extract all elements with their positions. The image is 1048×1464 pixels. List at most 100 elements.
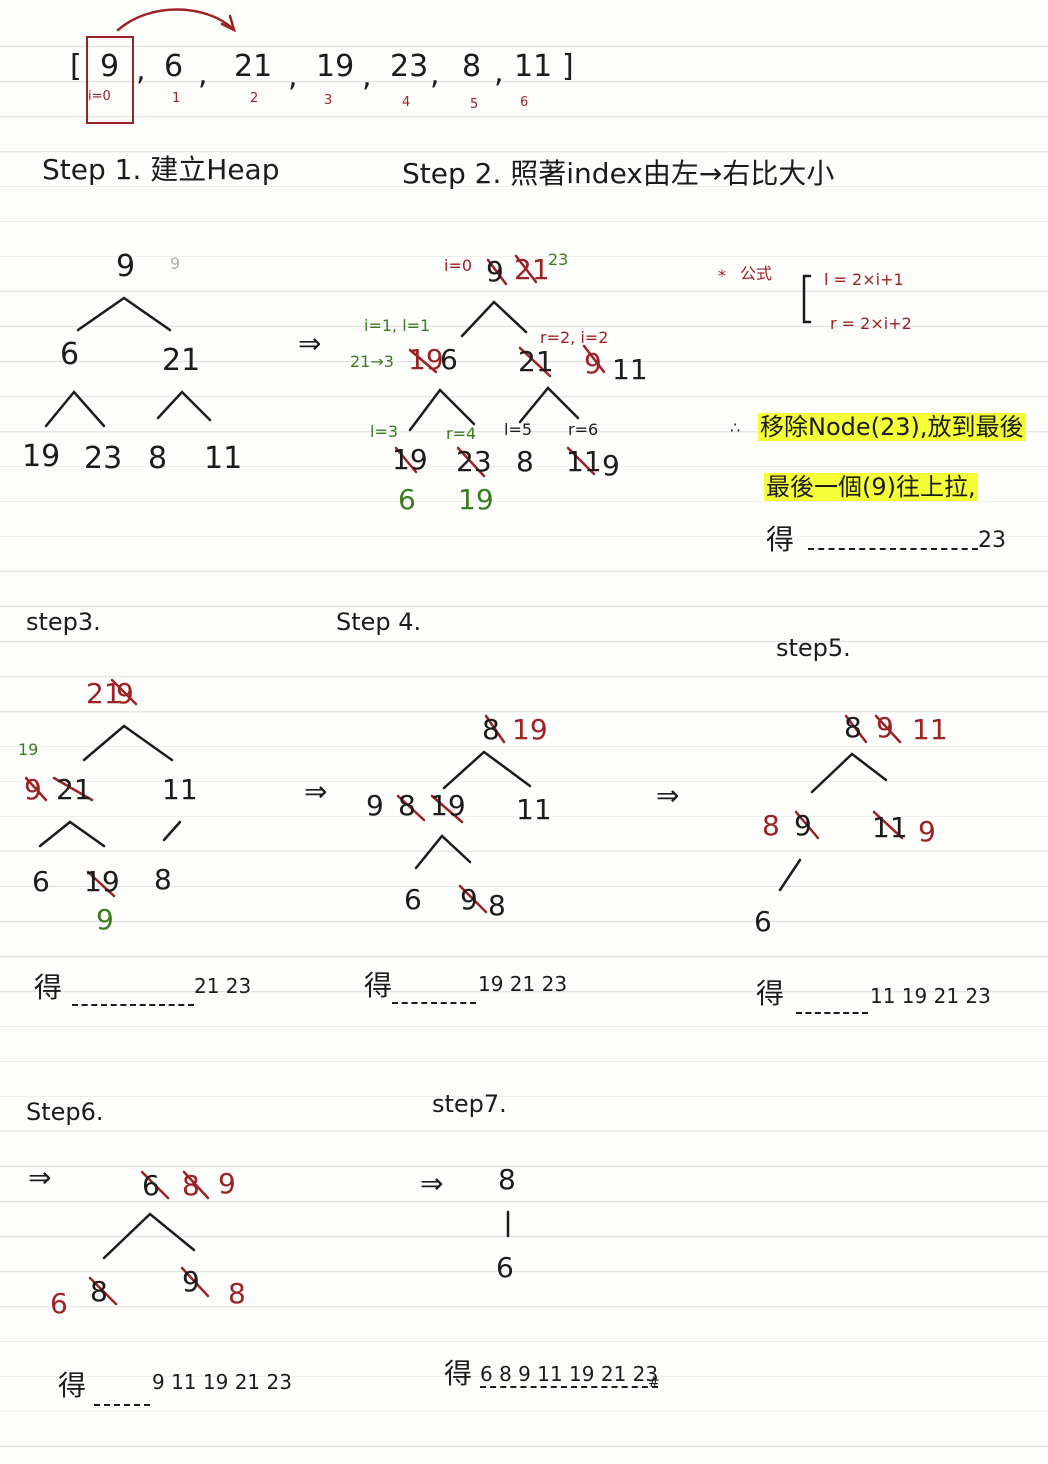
array-index-3: 3 [324, 93, 333, 108]
step6-right-a: 9 [182, 1265, 200, 1298]
step7-top: 8 [498, 1163, 516, 1196]
step2-leaf: 19 [392, 443, 428, 476]
array-index-5: 5 [470, 97, 479, 112]
step4-title: Step 4. [336, 608, 422, 636]
array-index-6: 6 [520, 95, 529, 110]
strike-s6-root [140, 1170, 170, 1200]
index-0-box [86, 36, 134, 124]
step5-root-c: 11 [912, 713, 948, 746]
step3-leaf-below: 9 [96, 903, 114, 936]
strike-s4-leaf [458, 884, 488, 914]
step3-result: 21 23 [194, 974, 252, 998]
step7-end-mark: # [648, 1375, 660, 1391]
step2-left-prefix: 21→3 [350, 352, 394, 371]
step6-left-a: 6 [50, 1287, 68, 1320]
note-line1-wrap: 移除Node(23),放到最後 [758, 412, 1026, 441]
strike-s4-left [396, 794, 426, 822]
step5-arrow: ⇒ [656, 779, 680, 812]
array-item-3: 19 [316, 49, 355, 84]
step1-root-faded: 9 [170, 254, 181, 273]
step7-arrow: ⇒ [420, 1167, 444, 1200]
step6-edge-root [102, 1212, 196, 1260]
strike-s4-root [484, 714, 506, 744]
step4-result: 19 21 23 [478, 972, 568, 996]
step6-root-c: 9 [218, 1167, 236, 1200]
step5-left-a: 8 [762, 809, 780, 842]
step1-leaf: 11 [204, 441, 243, 476]
note-line1: 移除Node(23),放到最後 [758, 413, 1026, 441]
step3-edge-root [82, 724, 174, 762]
step2-root-label: i=0 [444, 256, 473, 275]
array-comma: , [136, 53, 146, 88]
strike-s3-leaf [86, 870, 116, 898]
step3-root-new: 9 [116, 677, 134, 710]
step2-leaf-label: r=4 [446, 424, 477, 443]
array-item-5: 8 [462, 49, 482, 84]
step3-leaf: 6 [32, 865, 50, 898]
note-line2-wrap: 最後一個(9)往上拉, [764, 472, 978, 501]
step2-left-x: 6 [440, 343, 458, 376]
step5-edge-left [778, 858, 802, 892]
strike-s2-root [486, 258, 508, 286]
step1-node-right: 21 [162, 343, 201, 378]
step4-result-blank [392, 1002, 476, 1004]
step5-title: step5. [776, 634, 851, 662]
step6-title: Step6. [26, 1098, 104, 1126]
note-line3-blank [808, 548, 978, 550]
step1-leaf: 19 [22, 439, 61, 474]
step7-bottom: 6 [496, 1251, 514, 1284]
step3-left-old: 9 [24, 773, 42, 806]
step2-leaf-below: 19 [458, 483, 494, 516]
step2-leaf: 8 [516, 445, 534, 478]
step2-leaf-label: r=6 [568, 420, 599, 439]
array-item-1: 6 [164, 49, 184, 84]
strike-s4-left2 [430, 794, 464, 824]
step2-leaf-label: l=5 [504, 420, 533, 439]
formula-brace [802, 274, 812, 324]
note-prefix: ∴ [730, 418, 741, 437]
array-index-1: 1 [172, 91, 181, 106]
step5-edge-root [810, 752, 888, 794]
array-item-4: 23 [390, 49, 429, 84]
step3-left-above: 19 [18, 740, 39, 759]
step6-right-b: 8 [228, 1277, 246, 1310]
step2-right-mid: 9 [584, 347, 602, 380]
step5-right-a: 11 [872, 811, 908, 844]
step4-leaf: 9 [460, 883, 478, 916]
step3-right: 11 [162, 773, 198, 806]
step2-edge-root [460, 300, 528, 338]
step1-leaf: 8 [148, 441, 168, 476]
array-comma: , [362, 59, 372, 94]
step6-root-b: 8 [182, 1169, 200, 1202]
step5-result-label: 得 [756, 977, 785, 1010]
step5-right-b: 9 [918, 815, 936, 848]
strike-s5-root [844, 714, 868, 744]
step4-leaf: 6 [404, 883, 422, 916]
step4-right: 11 [516, 793, 552, 826]
step4-left-b: 8 [398, 789, 416, 822]
step4-left-a: 9 [366, 789, 384, 822]
step6-left-b: 8 [90, 1275, 108, 1308]
step2-edge-left [408, 388, 476, 432]
strike-s6-right [180, 1266, 210, 1298]
array-comma: , [288, 59, 298, 94]
step6-result-blank [94, 1404, 150, 1406]
step4-result-label: 得 [364, 969, 393, 1002]
step7-result: 6 8 9 11 19 21 23 [480, 1362, 659, 1388]
step2-leaf-new: 9 [602, 449, 620, 482]
step7-title: step7. [432, 1090, 507, 1118]
array-comma: , [198, 57, 208, 92]
strike-s5-root2 [874, 714, 902, 744]
step4-left-c: 19 [430, 789, 466, 822]
strike-s2-leaf4 [566, 446, 596, 476]
array-comma: , [430, 57, 440, 92]
step1-edge-right [156, 390, 212, 422]
strike-s6-root2 [182, 1170, 210, 1200]
step2-root-mid: 21 [514, 253, 550, 286]
step2-edge-right [518, 386, 580, 424]
step2-root-old: 9 [486, 255, 504, 288]
step4-arrow: ⇒ [304, 775, 328, 808]
step2-leaf-below: 6 [398, 483, 416, 516]
step1-title: Step 1. 建立Heap [42, 153, 280, 186]
step2-leaf-label: l=3 [370, 422, 399, 441]
